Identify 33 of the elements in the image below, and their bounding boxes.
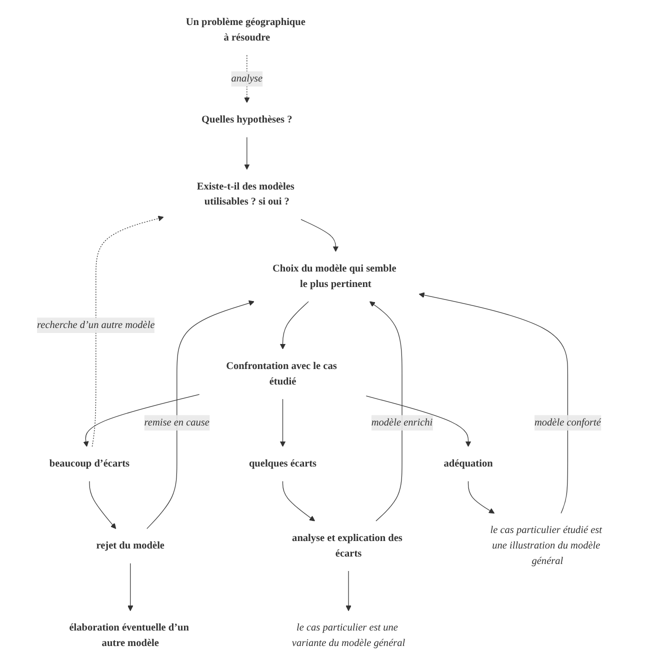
arrow	[89, 480, 116, 529]
arrow	[280, 398, 286, 447]
arrow	[369, 301, 402, 522]
arrow	[468, 480, 495, 514]
arrow	[146, 300, 254, 530]
arrow	[244, 136, 250, 170]
arrow	[83, 394, 200, 447]
node-text: analyse et explication des écarts	[292, 532, 402, 559]
node-text: Existe-t-il des modèles utilisables ? si oui ?	[196, 180, 294, 208]
node-text: rejet du modèle	[96, 540, 164, 552]
node-text: Confrontation avec le cas étudié	[226, 360, 337, 387]
node-text: Choix du modèle qui semble le plus pertinent	[272, 263, 396, 290]
edge-label: remise en cause	[144, 417, 210, 428]
node-text: adéquation	[444, 458, 493, 470]
arrow	[300, 219, 338, 252]
arrow	[92, 216, 164, 447]
arrow	[366, 396, 472, 447]
node-text: quelques écarts	[248, 458, 317, 470]
edge-label: modèle conforté	[534, 417, 601, 428]
node-text: le cas particulier est une variante du modèle général	[292, 622, 406, 649]
arrow	[280, 301, 309, 350]
edge-label: recherche d’un autre modèle	[37, 320, 155, 330]
arrow	[346, 570, 352, 612]
edge-label: analyse	[231, 73, 263, 84]
arrow	[282, 480, 316, 522]
node-text: élaboration éventuelle d’un autre modèle	[69, 622, 189, 649]
arrow	[128, 563, 134, 612]
node-text: Un problème géographique à résoudre	[186, 16, 306, 43]
node-text: beaucoup d’écarts	[49, 458, 130, 470]
edge-label: modèle enrichi	[371, 417, 433, 428]
node-text: Quelles hypothèses ?	[202, 114, 292, 126]
node-text: le cas particulier étudié est une illustration du modèle général	[490, 524, 602, 567]
arrow	[418, 292, 568, 514]
